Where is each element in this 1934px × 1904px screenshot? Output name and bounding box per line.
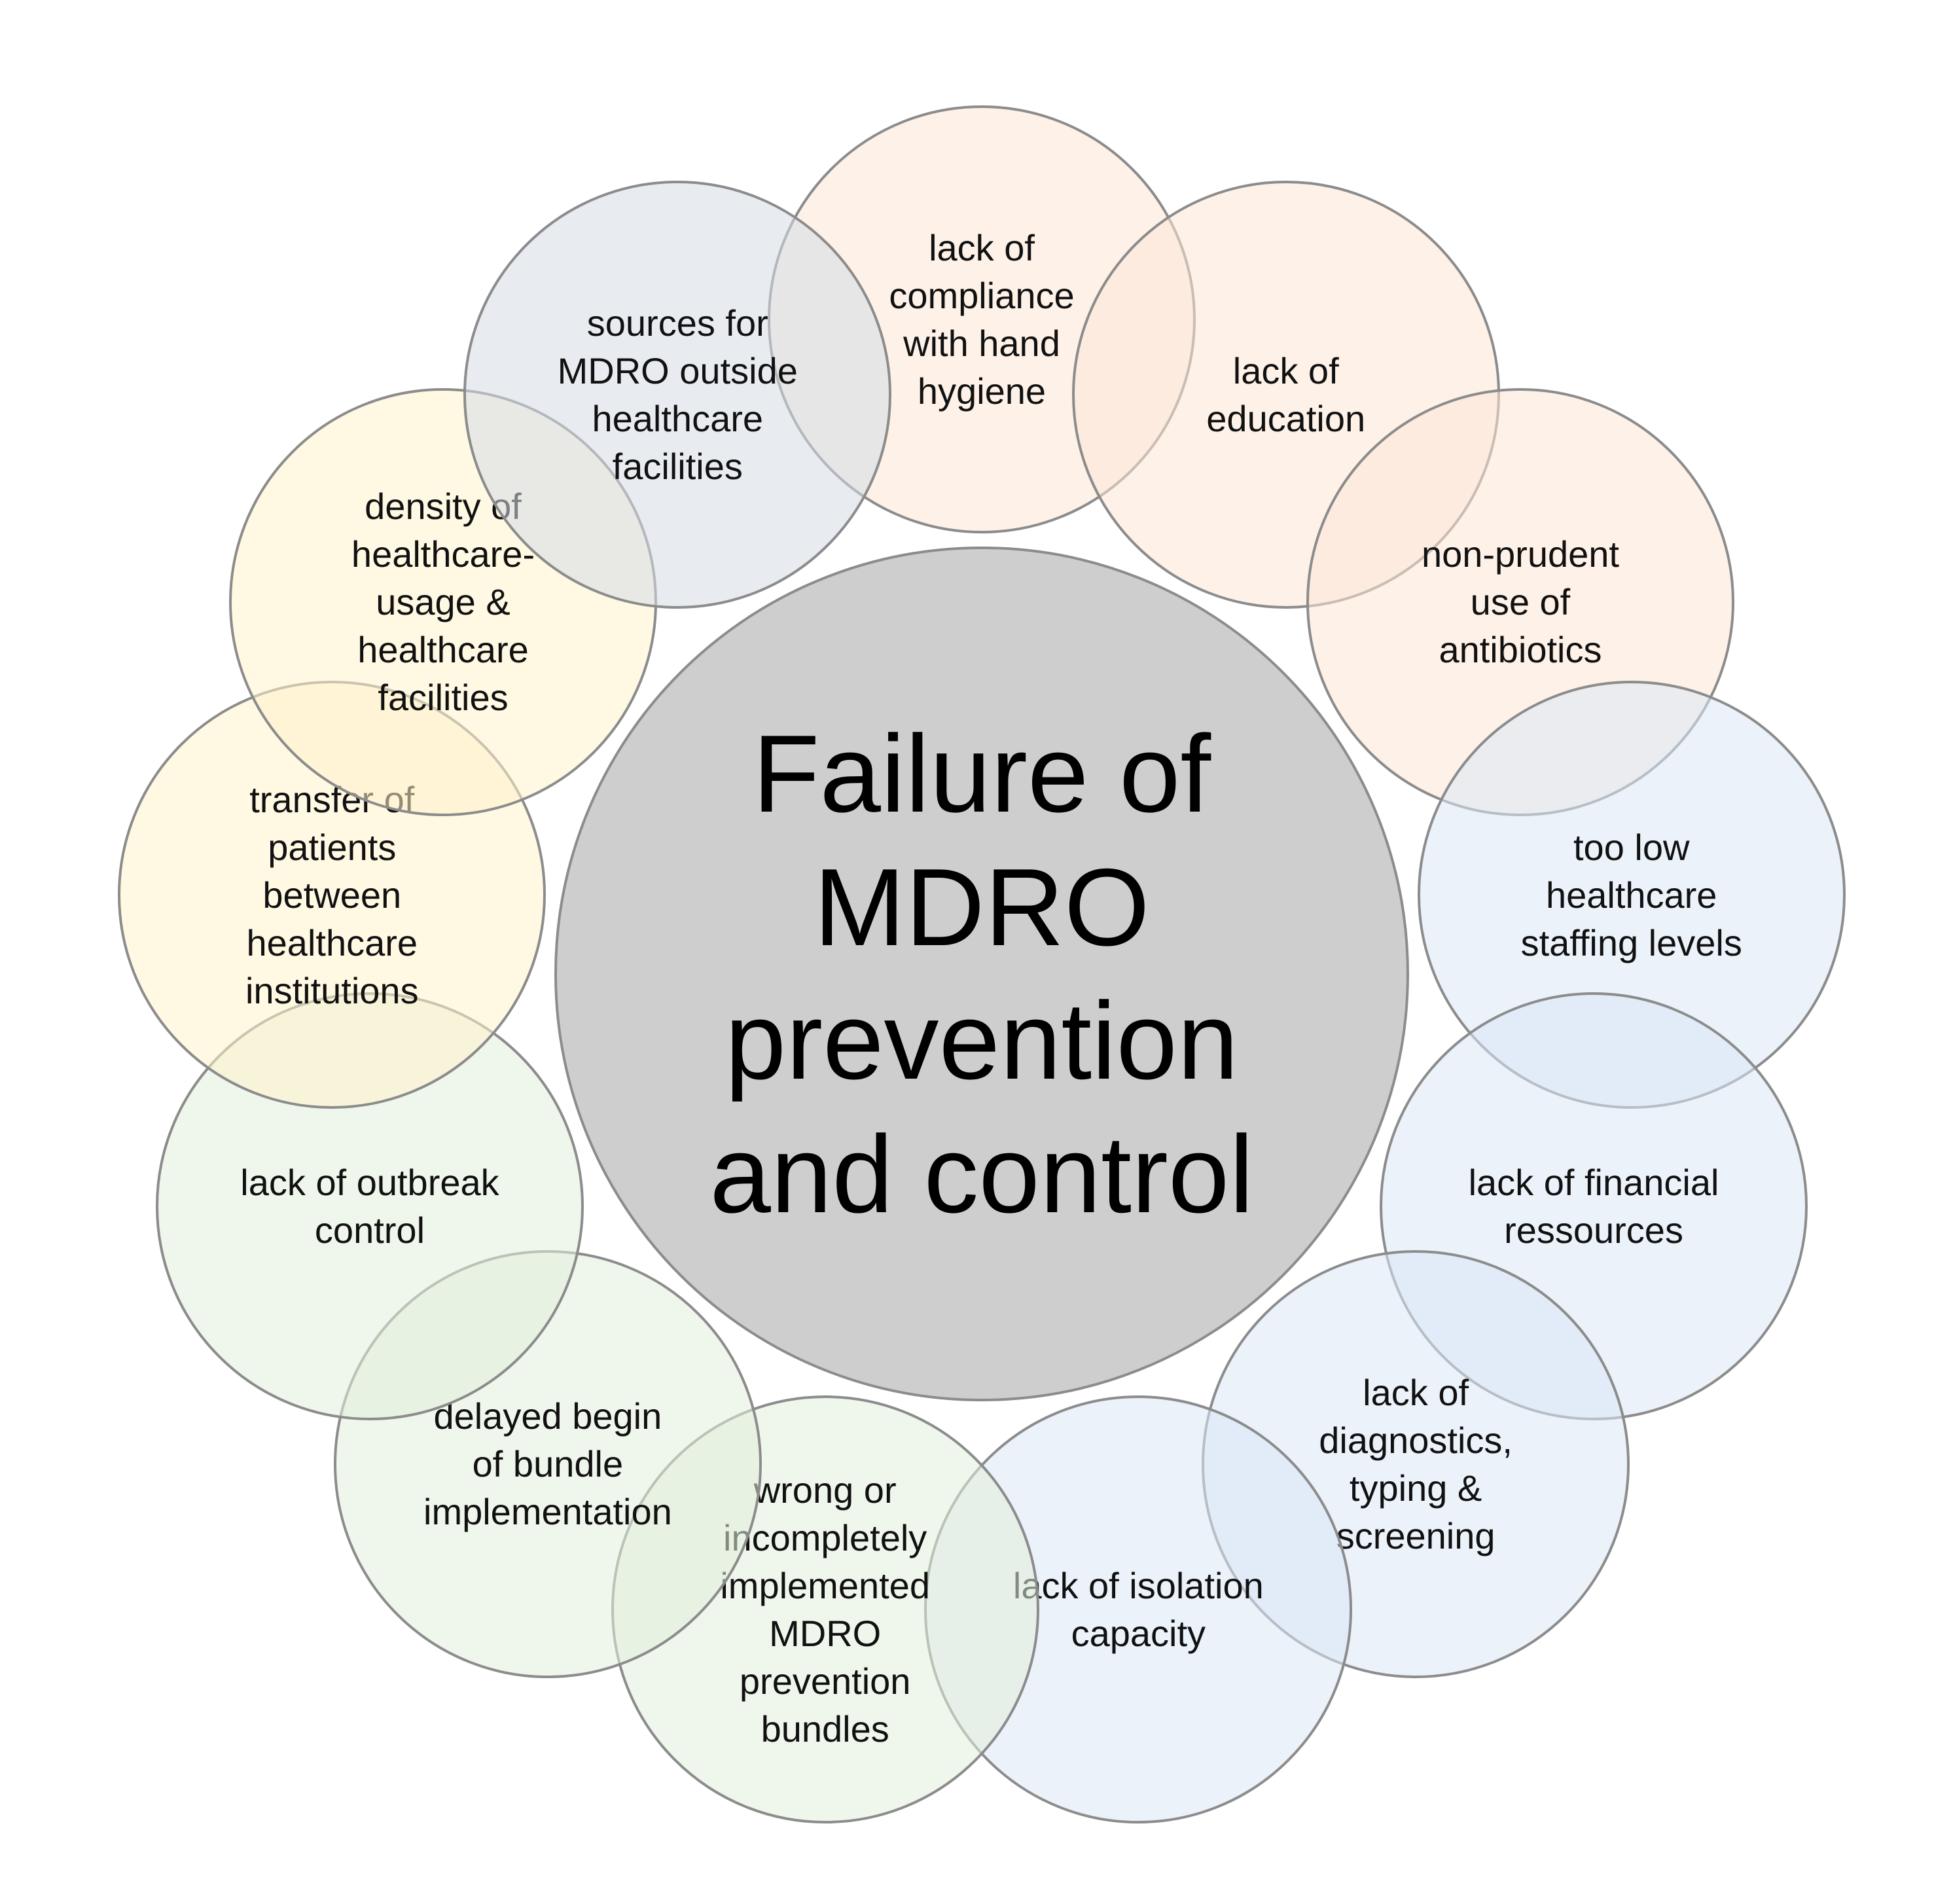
factor-label: transfer of patients between healthcare … — [245, 778, 419, 1011]
factor-label: non-prudent use of antibiotics — [1421, 533, 1619, 671]
factor-label: wrong or incompletely implemented MDRO p… — [720, 1469, 930, 1750]
factor-label: lack of diagnostics, typing & screening — [1319, 1371, 1513, 1556]
factor-label: lack of isolation capacity — [1012, 1564, 1264, 1654]
center-circle: Failure of MDRO prevention and control — [554, 547, 1409, 1401]
factor-label: lack of financial ressources — [1468, 1161, 1719, 1251]
center-title: Failure of MDRO prevention and control — [709, 712, 1254, 1236]
factor-circle-isolation: lack of isolation capacity — [924, 1395, 1353, 1823]
factor-label: too low healthcare staffing levels — [1520, 826, 1742, 963]
factor-label: lack of outbreak control — [240, 1161, 499, 1251]
factor-label: sources for MDRO outside healthcare faci… — [557, 302, 798, 487]
factor-label: lack of education — [1206, 350, 1366, 439]
factor-circle-outside-sources: sources for MDRO outside healthcare faci… — [463, 180, 892, 609]
factor-label: delayed begin of bundle implementation — [423, 1395, 672, 1532]
factor-label: lack of compliance with hand hygiene — [889, 227, 1075, 412]
factor-label: density of healthcare- usage & healthcar… — [351, 486, 535, 719]
